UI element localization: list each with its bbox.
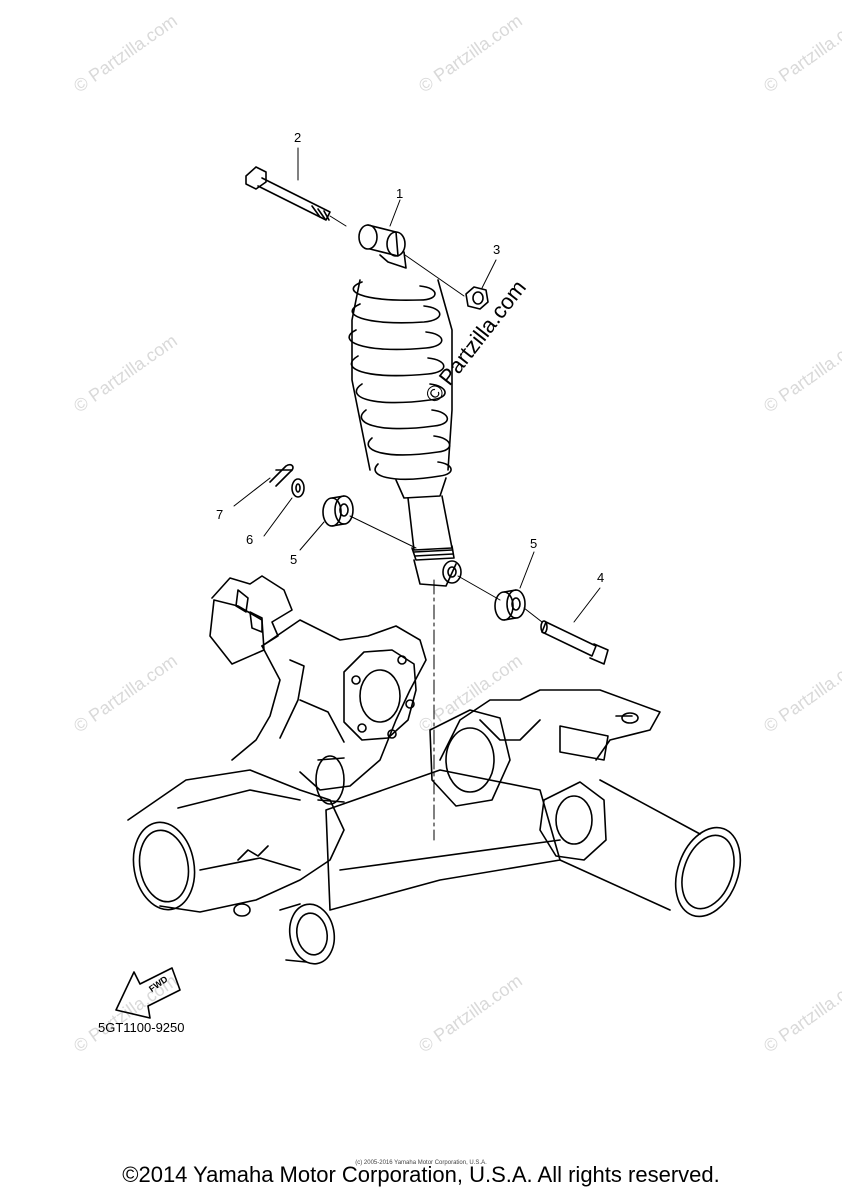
bushing-part-5-left: [322, 495, 354, 527]
bolt-part-2: [245, 166, 331, 221]
callout-5-right: 5: [530, 536, 538, 551]
callout-6: 6: [246, 532, 254, 547]
swing-arm-assembly: [127, 575, 742, 965]
copyright-notice: ©2014 Yamaha Motor Corporation, U.S.A. A…: [122, 1162, 720, 1187]
callout-4: 4: [597, 570, 605, 585]
bushing-part-5-right: [494, 589, 526, 621]
callout-7: 7: [216, 507, 224, 522]
callout-5-left: 5: [290, 552, 298, 567]
fwd-arrow-icon: [115, 967, 181, 1019]
callout-2: 2: [294, 130, 302, 145]
guide-lines: [329, 215, 543, 841]
cotter-pin-part-7: [269, 463, 294, 487]
pin-bolt-part-4: [540, 620, 609, 665]
nut-part-3: [465, 286, 489, 310]
callout-1: 1: [396, 186, 404, 201]
leader-lines: [233, 147, 601, 623]
shock-absorber-part-1: [348, 224, 462, 587]
diagram-code: 5GT1100-9250: [98, 1020, 185, 1035]
washer-part-6: [291, 478, 305, 498]
small-copyright: (c) 2005-2016 Yamaha Motor Corporation, …: [355, 1160, 487, 1166]
callout-3: 3: [493, 242, 501, 257]
